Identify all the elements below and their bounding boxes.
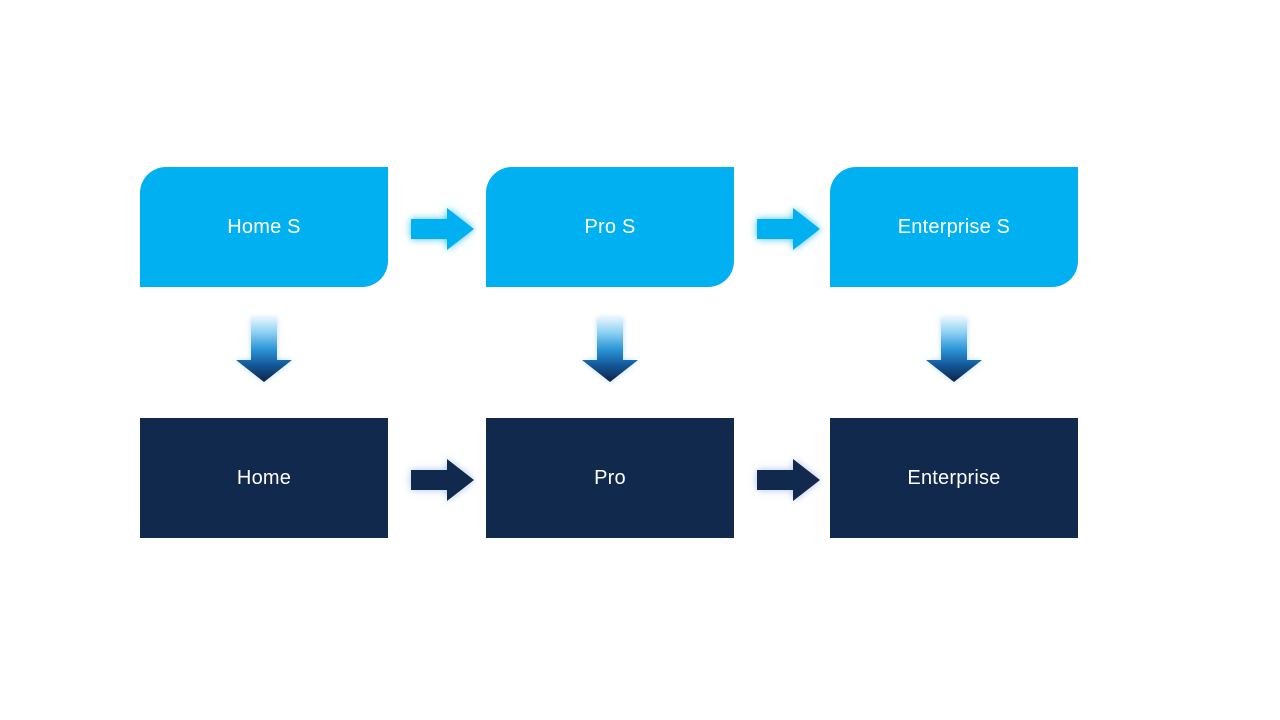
node-pro-s: Pro S xyxy=(486,167,734,287)
right-arrow-icon xyxy=(411,208,474,250)
down-arrow-icon xyxy=(926,318,982,382)
node-enterprise-s-label: Enterprise S xyxy=(897,215,1011,238)
right-arrow-icon xyxy=(757,459,820,501)
node-pro: Pro xyxy=(486,418,734,538)
node-home-s-label: Home S xyxy=(227,215,301,238)
node-home-label: Home xyxy=(236,466,292,489)
right-arrow-icon xyxy=(411,459,474,501)
down-arrow-icon xyxy=(582,318,638,382)
node-home: Home xyxy=(140,418,388,538)
node-enterprise-label: Enterprise xyxy=(907,466,1001,489)
node-enterprise: Enterprise xyxy=(830,418,1078,538)
down-arrow-icon xyxy=(236,318,292,382)
node-enterprise-s: Enterprise S xyxy=(830,167,1078,287)
right-arrow-icon xyxy=(757,208,820,250)
node-home-s: Home S xyxy=(140,167,388,287)
node-pro-label: Pro xyxy=(594,466,626,489)
node-pro-s-label: Pro S xyxy=(584,215,636,238)
